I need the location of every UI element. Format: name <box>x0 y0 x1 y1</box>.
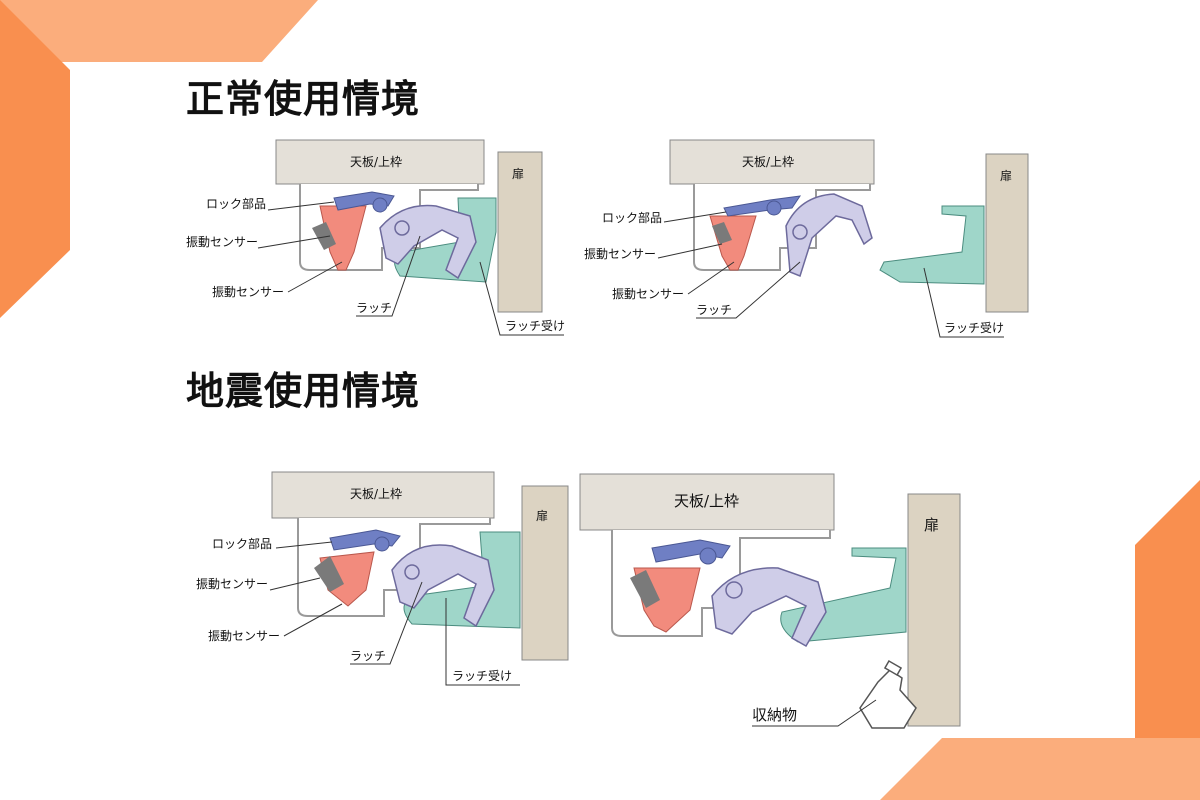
top-board <box>669 139 875 185</box>
top-board <box>579 473 835 531</box>
lock-pivot-circle <box>374 536 390 552</box>
heading-normal-use: 正常使用情境 <box>186 77 421 121</box>
sensor-weight <box>712 222 732 244</box>
vibration-sensor-leader <box>269 577 321 591</box>
latch-receiver-label: ラッチ受け <box>944 321 1004 335</box>
lock-part-shape <box>333 191 395 211</box>
vibration-sensor-leader-2 <box>283 603 343 637</box>
vibration-sensor-leader-2 <box>687 261 735 295</box>
lock-part-shape <box>723 195 802 217</box>
vibration-sensor-leader-2 <box>287 261 343 293</box>
latch-receiver-shape <box>879 205 985 285</box>
top-board <box>271 471 495 519</box>
vibration-sensor-label: 振動センサー <box>196 577 268 591</box>
panel-normal-latched: 天板/上枠 扉 ロック部品 振動センサー 振動センサー ラッチ ラッチ受け <box>186 139 565 336</box>
lock-part-leader <box>267 201 335 211</box>
latch-shape <box>711 567 827 648</box>
top-board <box>275 139 485 185</box>
lock-part-shape <box>651 539 731 563</box>
latch-leader <box>696 261 801 319</box>
door-label: 扉 <box>1000 169 1012 183</box>
door-panel <box>497 151 543 313</box>
vibration-sensor-leader <box>257 235 331 249</box>
vibration-sensor-label-2: 振動センサー <box>208 629 280 643</box>
sensor-weight <box>630 570 660 608</box>
panel-earthquake-stored-item: 天板/上枠 扉 収納物 <box>579 473 961 729</box>
sensor-weight <box>312 222 336 250</box>
heading-earthquake-use: 地震使用情境 <box>186 369 421 413</box>
top-board-label: 天板/上枠 <box>674 492 739 510</box>
corner-shape-top-left-light <box>0 0 318 62</box>
stored-item-leader <box>752 699 877 727</box>
latch-receiver-label: ラッチ受け <box>452 669 512 683</box>
latch-receiver-leader <box>445 598 520 686</box>
stored-item-label: 収納物 <box>752 706 797 724</box>
top-board-label: 天板/上枠 <box>350 487 402 501</box>
latch-pivot-circle <box>394 220 410 236</box>
latch-label: ラッチ <box>350 649 386 663</box>
latch-receiver-leader <box>923 267 1004 338</box>
vibration-sensor-leader <box>657 243 723 259</box>
latch-label: ラッチ <box>696 303 732 317</box>
lock-pivot-circle <box>766 200 782 216</box>
latch-leader <box>350 581 423 665</box>
vibration-sensor-shape <box>319 205 367 271</box>
latch-shape <box>391 544 495 628</box>
panel-earthquake-locked: 天板/上枠 扉 ロック部品 振動センサー 振動センサー ラッチ ラッチ受け <box>196 471 569 686</box>
vibration-sensor-label: 振動センサー <box>584 247 656 261</box>
lock-part-label: ロック部品 <box>602 210 662 225</box>
lock-part-leader <box>275 541 333 549</box>
top-board-label: 天板/上枠 <box>350 155 402 169</box>
door-label: 扉 <box>512 167 524 181</box>
vibration-sensor-label: 振動センサー <box>186 235 258 249</box>
lock-part-shape <box>329 529 401 551</box>
sensor-weight <box>314 556 344 592</box>
latch-receiver-leader <box>479 261 564 336</box>
latch-receiver-label: ラッチ受け <box>505 319 565 333</box>
latch-label: ラッチ <box>356 301 392 315</box>
latch-shape <box>785 193 873 277</box>
latch-leader <box>356 235 421 317</box>
corner-shape-top-left <box>0 0 70 318</box>
door-panel <box>907 493 961 727</box>
vibration-sensor-label-2: 振動センサー <box>612 287 684 301</box>
door-panel <box>521 485 569 661</box>
lock-part-label: ロック部品 <box>206 196 266 211</box>
latch-pivot-circle <box>792 224 808 240</box>
stored-item-bottle-cap <box>883 660 903 676</box>
vibration-sensor-label-2: 振動センサー <box>212 285 284 299</box>
lock-part-label: ロック部品 <box>212 536 272 551</box>
latch-pivot-circle <box>404 564 420 580</box>
top-board-label: 天板/上枠 <box>742 155 794 169</box>
door-label: 扉 <box>924 516 939 534</box>
lock-part-leader <box>663 211 727 223</box>
corner-shape-bottom-right <box>1135 480 1200 800</box>
latch-pivot-circle <box>725 581 743 599</box>
lock-pivot-circle <box>699 547 717 565</box>
panel-normal-open: 天板/上枠 扉 ロック部品 振動センサー 振動センサー ラッチ ラッチ受け <box>584 139 1029 338</box>
corner-shape-bottom-right-light <box>880 738 1200 800</box>
lock-pivot-circle <box>372 197 388 213</box>
door-label: 扉 <box>536 509 548 523</box>
door-panel <box>985 153 1029 313</box>
